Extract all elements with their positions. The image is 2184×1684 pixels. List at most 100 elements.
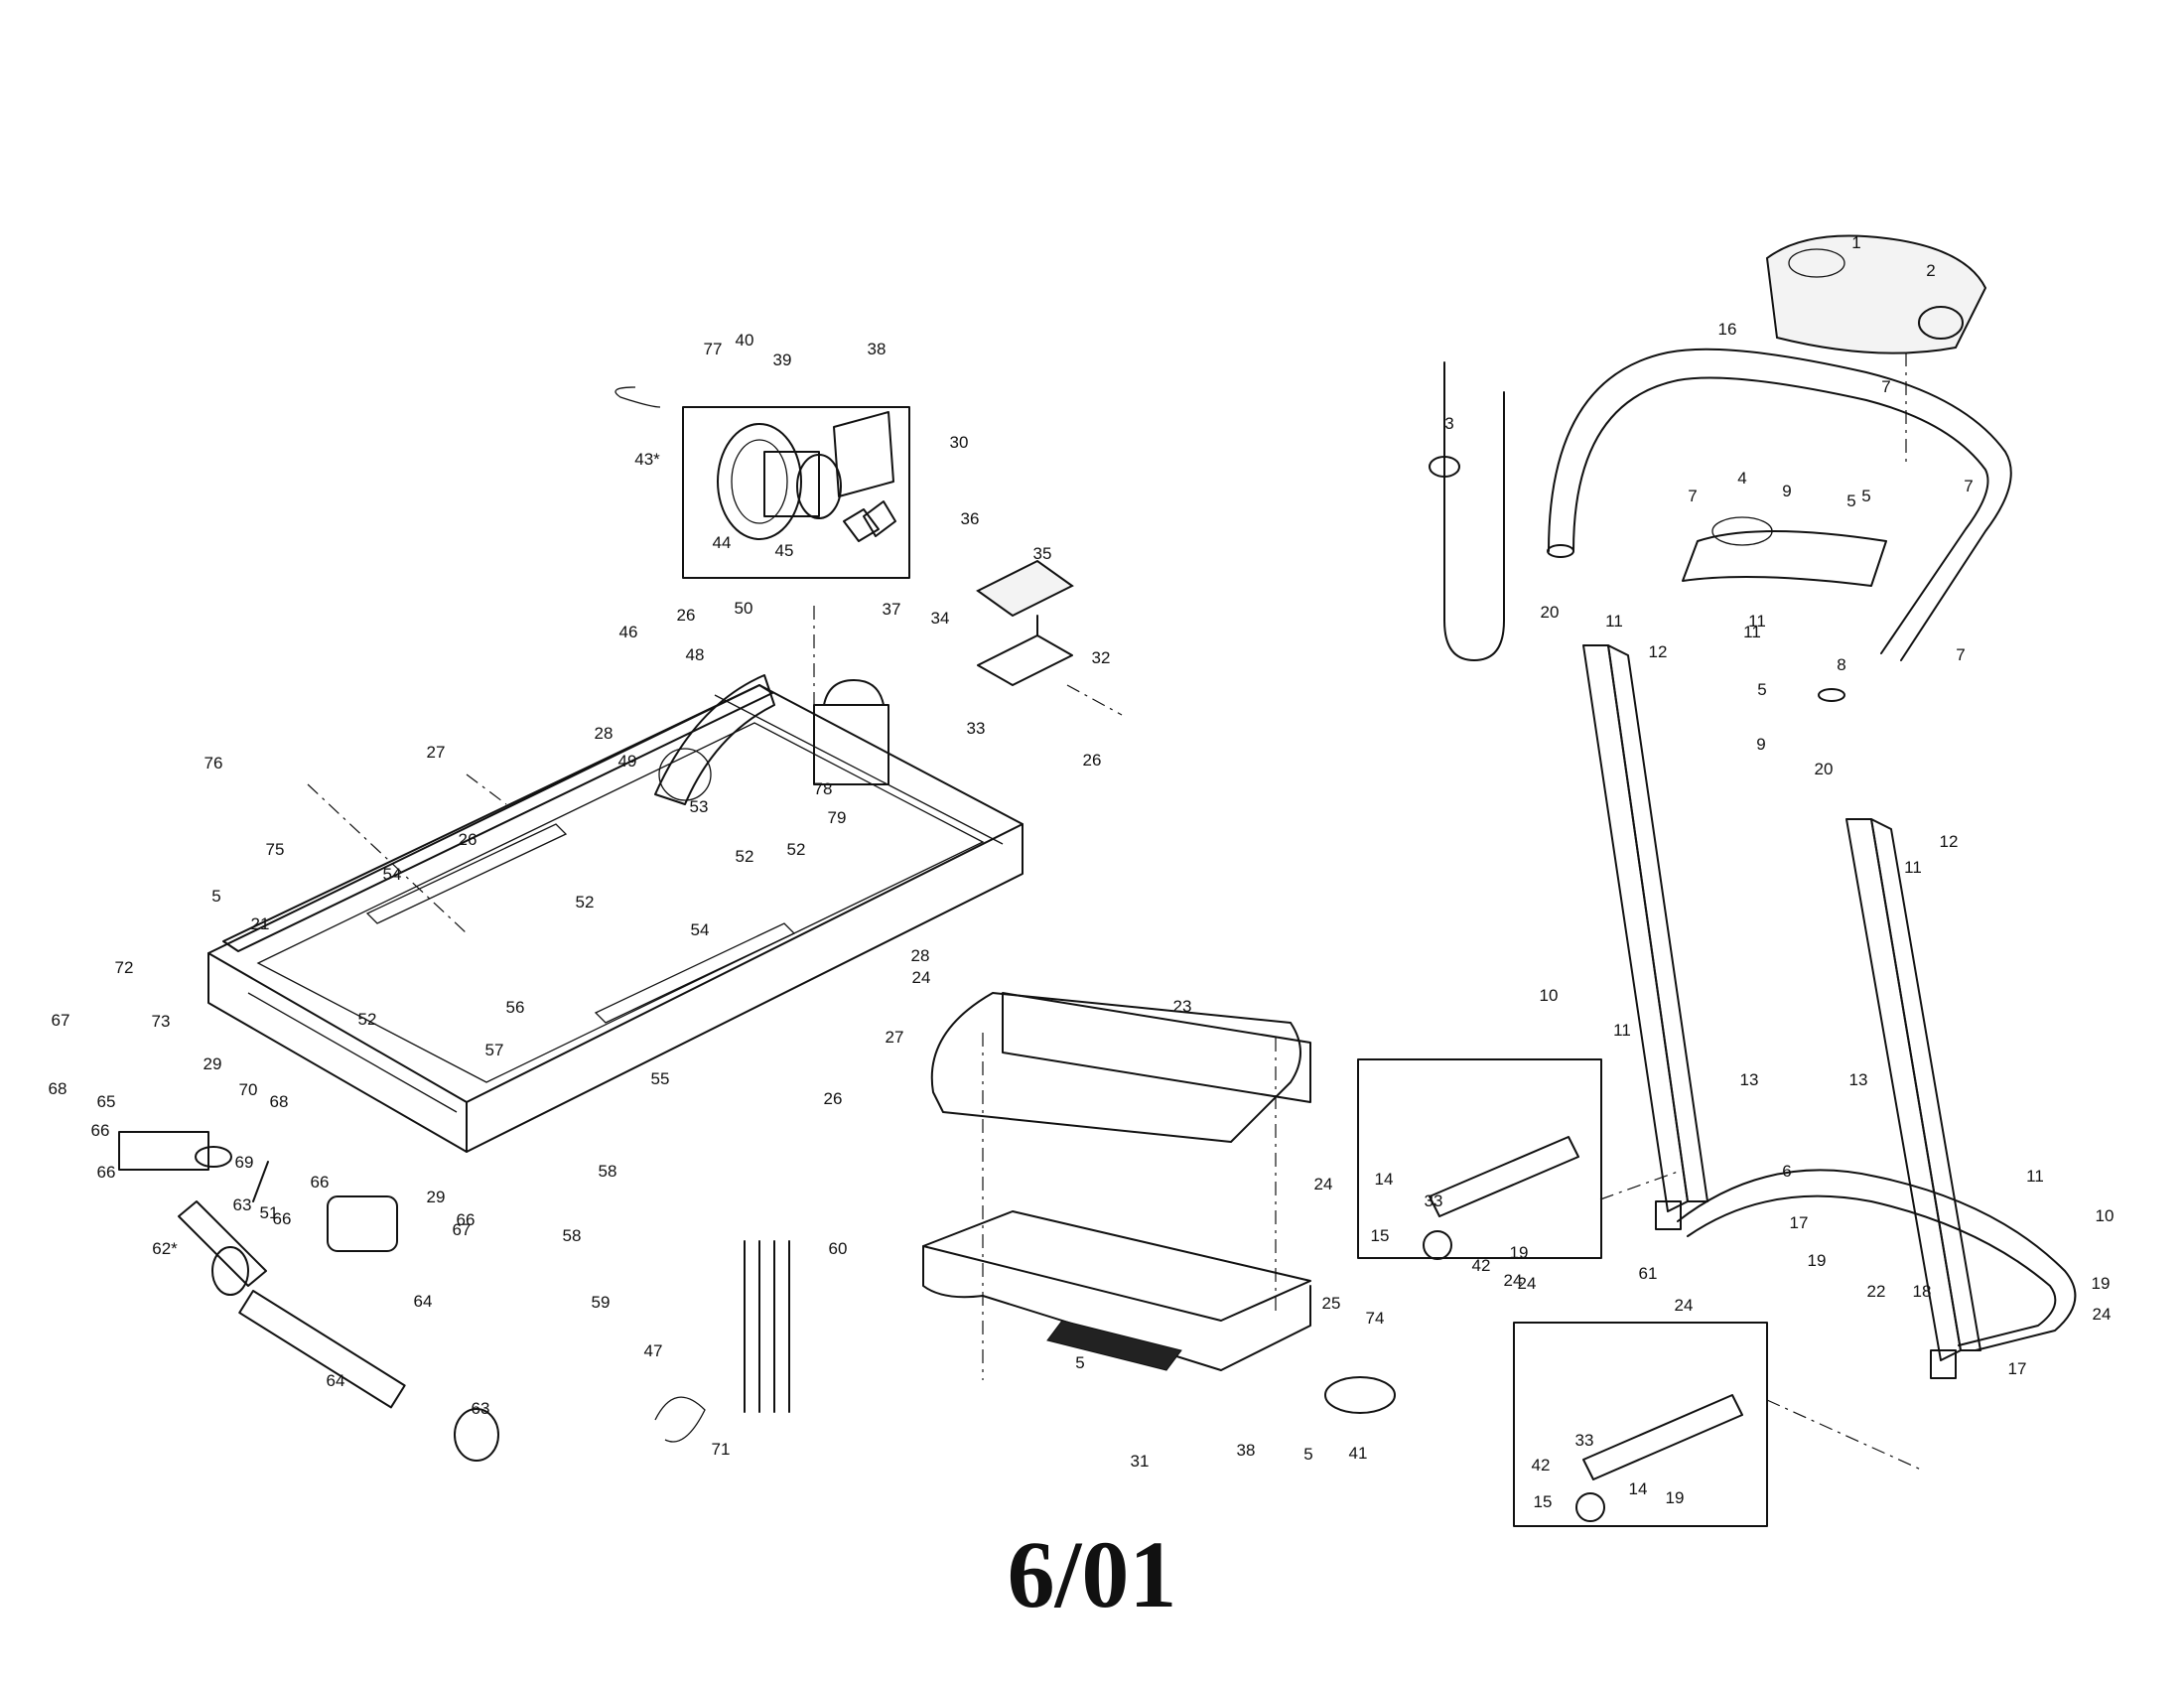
callout-52: 52 [576,893,595,912]
callout-79: 79 [828,808,847,827]
callout-19: 19 [1666,1488,1685,1507]
callout-26: 26 [459,830,478,849]
callout-63: 63 [233,1195,252,1214]
callout-12: 12 [1649,642,1668,661]
callout-17: 17 [2008,1359,2027,1378]
callout-54: 54 [383,865,402,884]
callout-67: 67 [453,1220,472,1239]
callout-22: 22 [1867,1282,1886,1301]
callout-26: 26 [1083,751,1102,770]
callout-38: 38 [1237,1441,1256,1460]
console-and-trays [1682,234,1987,587]
callout-28: 28 [595,724,614,743]
callout-10: 10 [2096,1206,2115,1225]
callout-23: 23 [1173,997,1192,1016]
callout-31: 31 [1131,1452,1150,1471]
callout-1: 1 [1851,233,1860,252]
hardware-and-cables [614,361,1505,1443]
callout-66: 66 [97,1163,116,1182]
callout-24: 24 [1675,1296,1694,1315]
motor-controller-board [976,559,1074,686]
callout-19: 19 [2092,1274,2111,1293]
callout-7: 7 [1881,377,1890,396]
callout-77: 77 [704,340,723,358]
callout-47: 47 [644,1341,663,1360]
callout-37: 37 [883,600,901,619]
callout-38: 38 [868,340,887,358]
revision-date-code: 6/01 [1007,1521,1177,1627]
callout-11: 11 [1748,612,1766,631]
callout-5: 5 [1303,1445,1312,1464]
callout-11: 11 [2026,1167,2044,1186]
callout-20: 20 [1541,603,1560,622]
callout-24: 24 [1518,1274,1537,1293]
callout-33: 33 [1575,1431,1594,1450]
callout-13: 13 [1740,1070,1759,1089]
callout-57: 57 [485,1041,504,1059]
drive-motor-inset [682,406,910,579]
callout-27: 27 [886,1028,904,1047]
callout-46: 46 [619,623,638,641]
callout-64: 64 [414,1292,433,1311]
callout-56: 56 [506,998,525,1017]
callout-12: 12 [1940,832,1959,851]
callout-36: 36 [961,509,980,528]
callout-18: 18 [1913,1282,1932,1301]
callout-70: 70 [239,1080,258,1099]
callout-66: 66 [311,1173,330,1192]
callout-44: 44 [713,533,732,552]
callout-68: 68 [270,1092,289,1111]
treadmill-base-frame [207,684,1024,1153]
callout-5: 5 [1075,1353,1084,1372]
callout-7: 7 [1964,477,1973,495]
callout-3: 3 [1444,414,1453,433]
callout-73: 73 [152,1012,171,1031]
callout-58: 58 [563,1226,582,1245]
callout-7: 7 [1688,487,1697,505]
callout-58: 58 [599,1162,617,1181]
callout-6: 6 [1782,1162,1791,1181]
callout-72: 72 [115,958,134,977]
callout-64: 64 [327,1371,345,1390]
rear-roller-and-feet [118,1131,499,1462]
callout-11: 11 [1904,858,1922,877]
callout-39: 39 [773,351,792,369]
callout-49: 49 [618,752,637,771]
callout-35: 35 [1033,544,1052,563]
callout-75: 75 [266,840,285,859]
callout-52: 52 [787,840,806,859]
callout-26: 26 [824,1089,843,1108]
callout-59: 59 [592,1293,611,1312]
callout-24: 24 [2093,1305,2112,1324]
callout-78: 78 [814,779,833,798]
callout-10: 10 [1540,986,1559,1005]
callout-63: 63 [472,1399,490,1418]
callout-5: 5 [1757,680,1766,699]
right-inset-62-boxes [1357,1058,1768,1527]
callout-68: 68 [49,1079,68,1098]
callout-13: 13 [1849,1070,1868,1089]
callout-27: 27 [427,743,446,762]
callout-4: 4 [1737,469,1746,488]
callout-76: 76 [205,754,223,772]
callout-74: 74 [1366,1309,1385,1328]
callout-50: 50 [735,599,753,618]
callout-24: 24 [1504,1271,1523,1290]
callout-9: 9 [1756,735,1765,754]
callout-66: 66 [91,1121,110,1140]
callout-17: 17 [1790,1213,1809,1232]
callout-21: 21 [251,914,270,933]
callout-14: 14 [1629,1479,1648,1498]
callout-34: 34 [931,609,950,628]
callout-19: 19 [1510,1243,1529,1262]
callout-52: 52 [358,1010,377,1029]
callout-60: 60 [829,1239,848,1258]
callout-5: 5 [1846,491,1855,510]
callout-29: 29 [204,1054,222,1073]
callout-42: 42 [1532,1456,1551,1474]
callout-33: 33 [967,719,986,738]
callout-19: 19 [1808,1251,1827,1270]
callout-8: 8 [1837,655,1845,674]
